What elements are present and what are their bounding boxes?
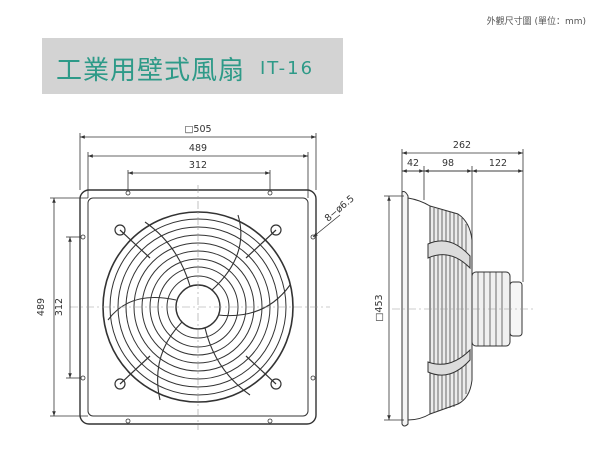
front-view (70, 185, 330, 430)
grill-brackets (114, 224, 282, 390)
hole-leader (312, 214, 341, 238)
side-dimensions (384, 149, 524, 421)
front-center-lines (70, 185, 330, 430)
label-width-489: 489 (189, 143, 207, 154)
mounting-hole (80, 234, 86, 240)
title-banner: 工業用壁式風扇 IT-16 (42, 38, 343, 94)
label-depth-c: 122 (489, 158, 507, 169)
mounting-hole (310, 375, 316, 381)
label-depth-total: 262 (453, 140, 471, 151)
mounting-hole (125, 190, 131, 196)
mounting-hole (267, 418, 273, 424)
label-width-312: 312 (189, 160, 207, 171)
label-depth-b: 98 (442, 158, 454, 169)
front-dimension-labels: □505 489 312 489 312 8−ø6.5 (36, 124, 357, 316)
mounting-hole (267, 190, 273, 196)
side-view (392, 191, 535, 427)
fan-blades (107, 214, 291, 401)
label-side-height: □453 (374, 294, 385, 321)
side-dimension-labels: 262 42 98 122 □453 (374, 140, 507, 322)
label-height-312: 312 (54, 298, 65, 316)
front-dimensions (50, 133, 341, 417)
label-hole-note: 8−ø6.5 (323, 193, 357, 224)
product-title: 工業用壁式風扇 (56, 56, 246, 86)
unit-note: 外觀尺寸圖 (單位：mm) (486, 17, 586, 27)
label-depth-a: 42 (407, 158, 419, 169)
label-overall-width: □505 (184, 124, 211, 135)
model-number: IT-16 (260, 58, 315, 79)
mounting-hole (125, 418, 131, 424)
label-height-489: 489 (36, 298, 47, 316)
mounting-hole (80, 375, 86, 381)
